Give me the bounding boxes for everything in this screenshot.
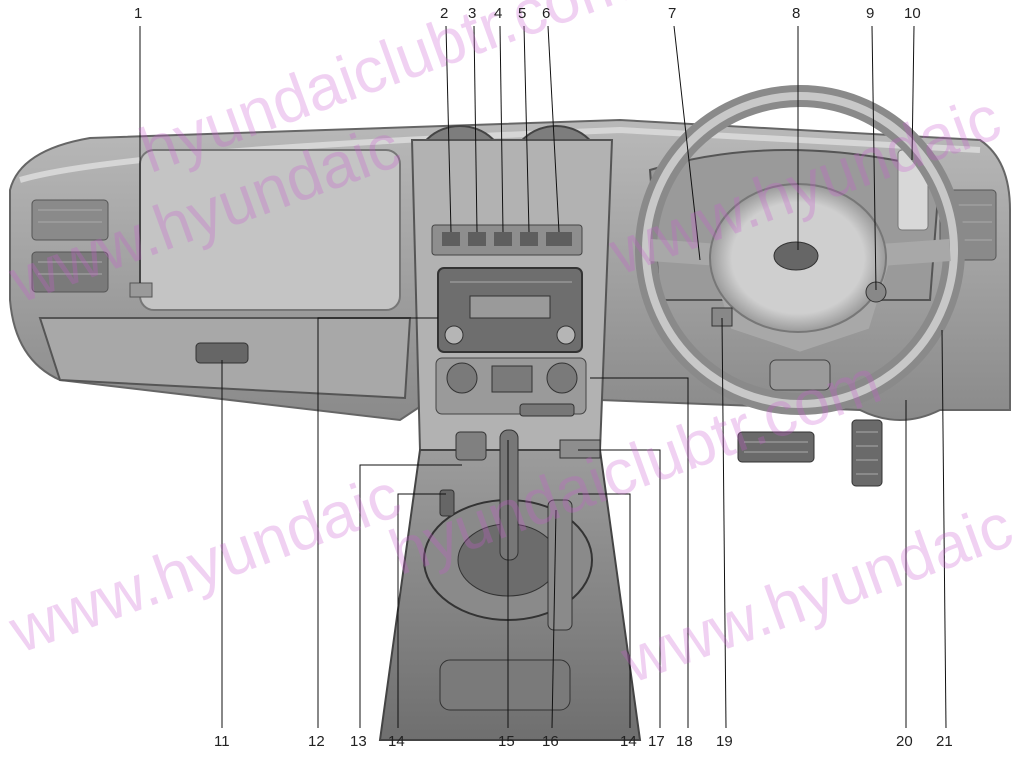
callout-label-13: 13: [350, 733, 367, 750]
callout-label-9: 9: [866, 5, 875, 22]
callout-label-21: 21: [936, 733, 953, 750]
callout-label-7: 7: [668, 5, 677, 22]
callout-label-12: 12: [308, 733, 325, 750]
callout-label-2: 2: [440, 5, 449, 22]
callout-label-15: 15: [498, 733, 515, 750]
callout-label-16: 16: [542, 733, 559, 750]
callout-label-14b: 14: [620, 733, 637, 750]
callout-label-14: 14: [388, 733, 405, 750]
callout-label-17: 17: [648, 733, 665, 750]
glove-box: [38, 317, 412, 400]
steering-wheel: [635, 85, 965, 415]
center-stack: [410, 139, 614, 451]
callout-label-6: 6: [542, 5, 551, 22]
center-console: [378, 429, 642, 741]
logo-emblem: [773, 241, 819, 271]
gear-shift-lever: [499, 429, 519, 561]
callout-label-20: 20: [896, 733, 913, 750]
callout-label-11: 11: [214, 733, 230, 750]
left-side-vent: [31, 199, 109, 293]
callout-label-5: 5: [518, 5, 527, 22]
callout-label-4: 4: [494, 5, 503, 22]
callout-lines: [139, 25, 947, 729]
passenger-airbag-indicator: [129, 282, 153, 298]
pedals: [737, 419, 883, 487]
callout-label-19: 19: [716, 733, 733, 750]
callout-label-8: 8: [792, 5, 801, 22]
callout-label-3: 3: [468, 5, 477, 22]
passenger-airbag-panel: [139, 149, 401, 311]
callout-label-10: 10: [904, 5, 921, 22]
callout-label-18: 18: [676, 733, 693, 750]
callout-label-1: 1: [134, 5, 143, 22]
parking-brake-lever: [547, 499, 573, 631]
